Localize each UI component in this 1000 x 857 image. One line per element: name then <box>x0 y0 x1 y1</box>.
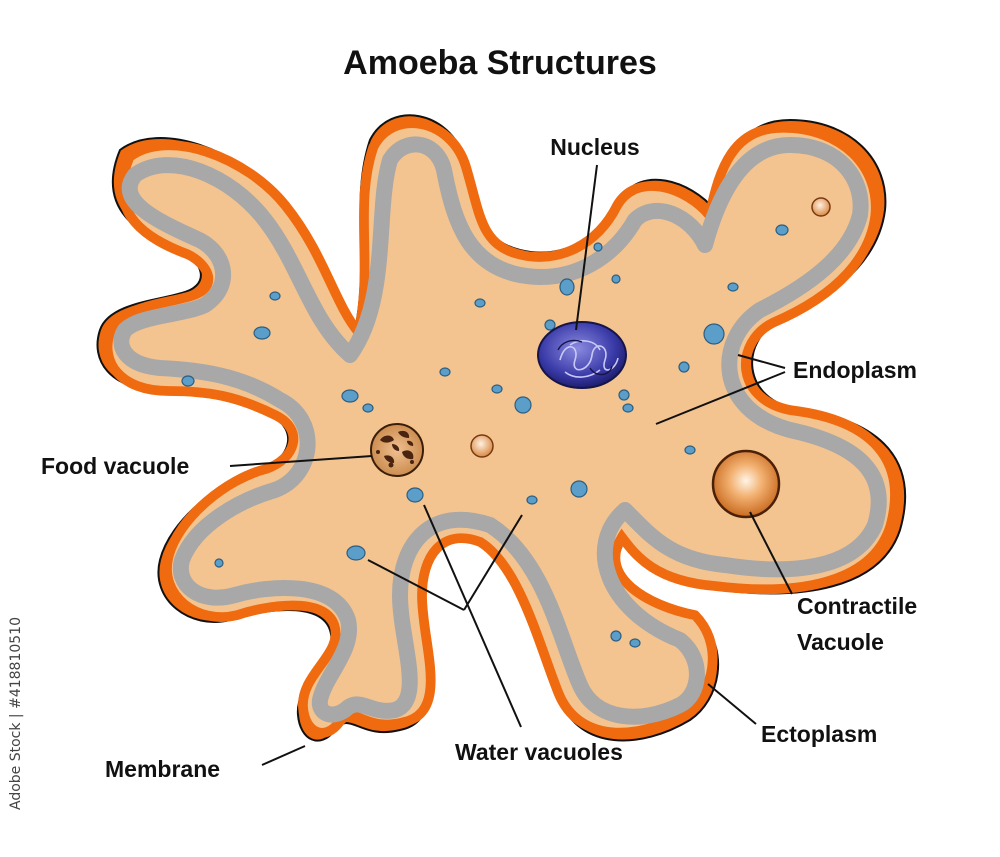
small-vacuole <box>470 434 494 458</box>
label-ectoplasm: Ectoplasm <box>761 721 877 747</box>
label-endoplasm: Endoplasm <box>793 357 917 383</box>
water-vacuole <box>611 274 621 284</box>
water-vacuole <box>727 282 739 292</box>
water-vacuole <box>253 326 271 340</box>
water-vacuole <box>559 278 575 296</box>
label-nucleus: Nucleus <box>550 134 639 160</box>
label-contractile-line2: Vacuole <box>797 629 884 655</box>
food-vacuole-leader <box>229 455 373 467</box>
stock-id-watermark: Adobe Stock | #418810510 <box>8 617 24 810</box>
small-vacuole <box>811 197 831 217</box>
nucleus <box>537 321 627 389</box>
nucleus-leader <box>575 164 598 331</box>
water-vacuole <box>214 558 224 568</box>
diagram-title: Amoeba Structures <box>343 44 657 82</box>
endoplasm-band <box>113 136 887 725</box>
endoplasm-leader-1 <box>737 354 786 369</box>
label-water-vacuoles: Water vacuoles <box>455 739 623 765</box>
label-food-vacuole: Food vacuole <box>41 453 189 479</box>
contractile-leader <box>749 511 793 595</box>
water-vacuole <box>618 389 630 401</box>
water-vacuole <box>346 545 366 561</box>
water-vacuole <box>474 298 486 308</box>
water-vacuole <box>629 638 641 648</box>
water-vacuole <box>491 384 503 394</box>
contractile-vacuole <box>711 449 781 519</box>
water-vacuole <box>775 224 789 236</box>
food-vacuole <box>370 423 424 477</box>
water-vacuole <box>514 396 532 414</box>
small-vacuoles <box>470 197 831 458</box>
leader-lines <box>229 164 793 766</box>
water-vacuole <box>610 630 622 642</box>
water-vacuole <box>362 403 374 413</box>
ectoplasm-leader <box>707 683 757 725</box>
label-contractile-line1: Contractile <box>797 593 917 619</box>
chromatin <box>559 340 619 378</box>
water-vacuole <box>526 495 538 505</box>
label-membrane: Membrane <box>105 756 220 782</box>
amoeba-body <box>96 114 906 742</box>
water-vacuole <box>703 323 725 345</box>
water-vacuole <box>544 319 556 331</box>
water-vacuole <box>678 361 690 373</box>
water-vacuole <box>269 291 281 301</box>
water-vacuoles-leader-3 <box>423 504 522 728</box>
water-vacuole <box>570 480 588 498</box>
water-vacuole <box>593 242 603 252</box>
water-vacuoles-leader-1 <box>367 559 465 611</box>
water-vacuoles <box>181 224 789 648</box>
water-vacuoles-leader-2 <box>463 514 523 611</box>
water-vacuole <box>684 445 696 455</box>
water-vacuole <box>406 487 424 503</box>
water-vacuole <box>181 375 195 387</box>
endoplasm-leader-2 <box>655 371 786 425</box>
water-vacuole <box>439 367 451 377</box>
water-vacuole <box>341 389 359 403</box>
membrane-leader <box>261 745 306 766</box>
water-vacuole <box>622 403 634 413</box>
